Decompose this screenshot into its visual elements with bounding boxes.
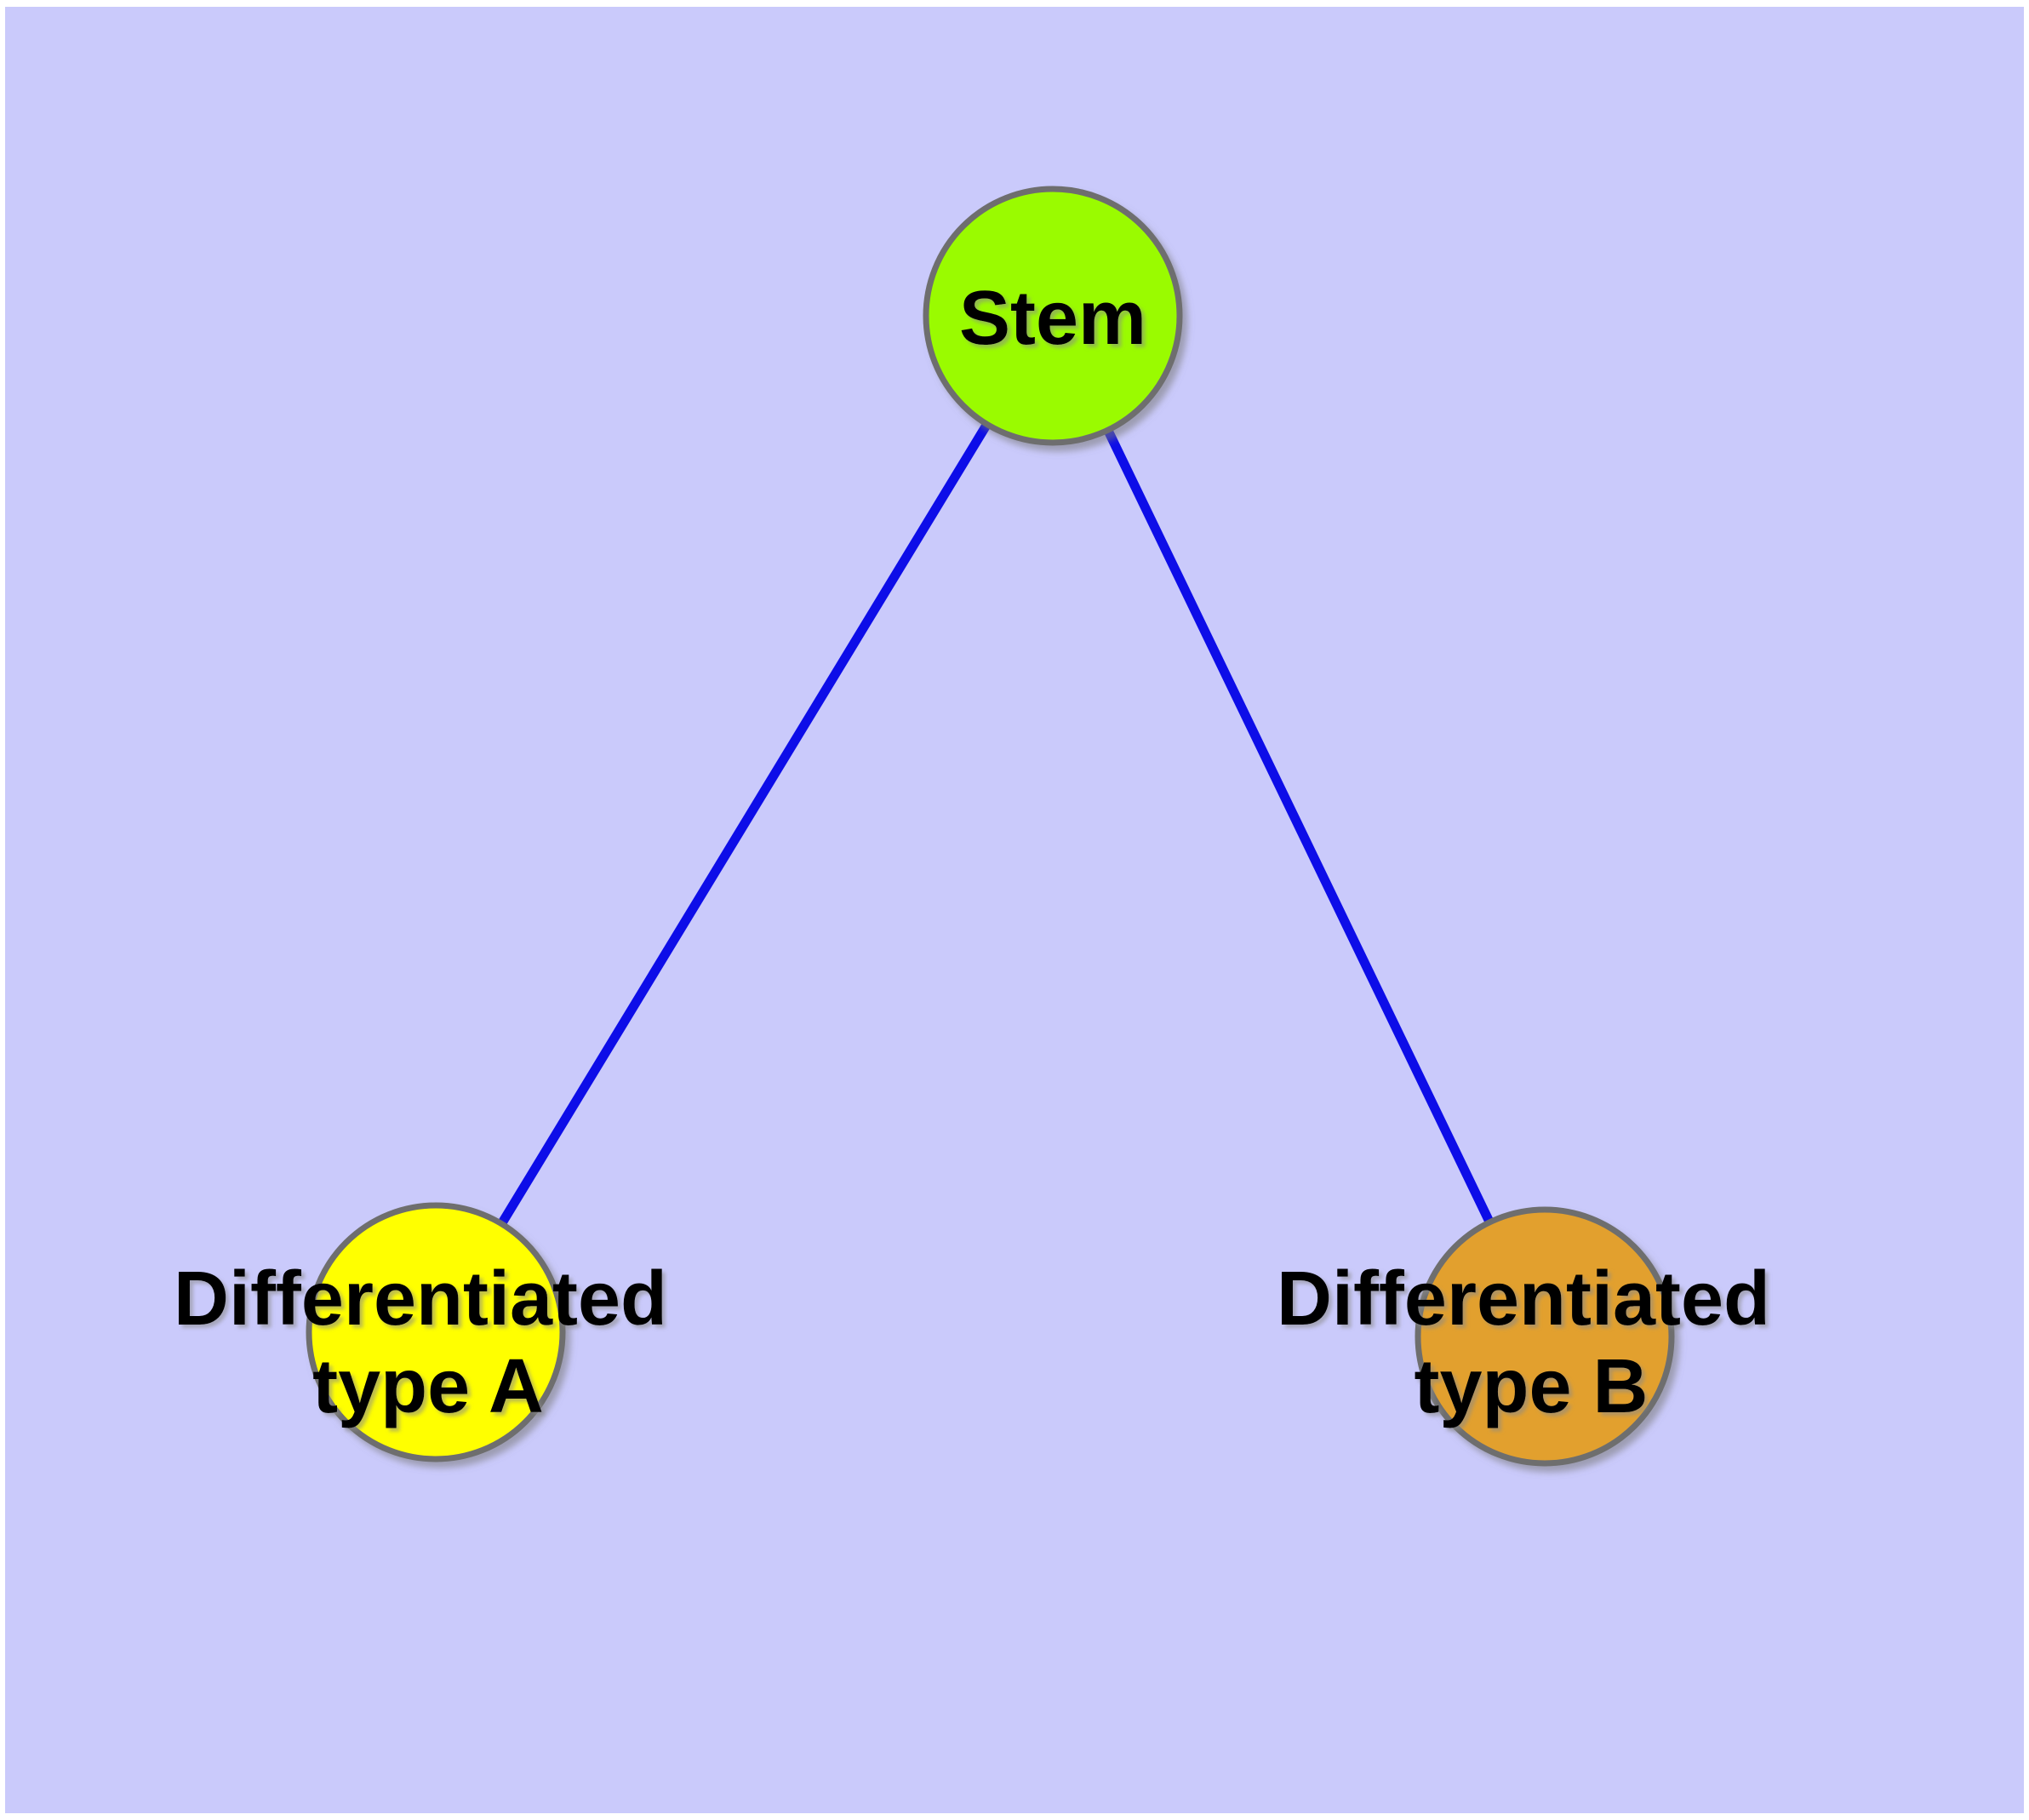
- node-type-b-label-line2: type B: [1414, 1344, 1648, 1429]
- node-stem: [923, 186, 1183, 446]
- node-type-a-label: Differentiated type A: [174, 1256, 667, 1429]
- node-type-b-label: Differentiated type B: [1277, 1256, 1770, 1429]
- node-type-a-label-line1: Differentiated: [174, 1256, 667, 1342]
- edge-stem-to-type-b: [1049, 313, 1549, 1339]
- node-type-a-label-line2: type A: [312, 1344, 544, 1429]
- node-stem-label: Stem: [959, 276, 1146, 361]
- node-differentiated-type-b: [1415, 1206, 1675, 1467]
- edge-stem-to-type-a: [432, 313, 1057, 1335]
- node-differentiated-type-a: [306, 1202, 566, 1462]
- node-type-b-label-line1: Differentiated: [1277, 1256, 1770, 1342]
